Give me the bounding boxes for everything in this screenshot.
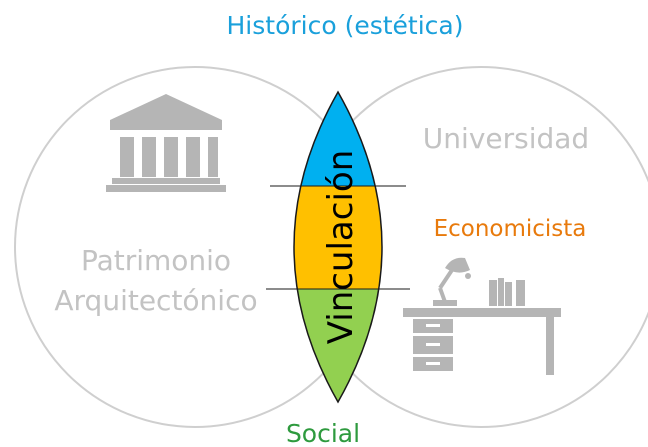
right-label-universidad: Universidad	[423, 122, 589, 155]
bottom-label: Social	[286, 419, 360, 447]
lens-outline	[293, 90, 383, 404]
intersection-label: Vinculación	[321, 150, 361, 345]
band-middle	[294, 186, 382, 289]
desk-drawer-handles	[426, 324, 440, 365]
right-label-economicista: Economicista	[434, 216, 587, 242]
top-label: Histórico (estética)	[227, 11, 464, 40]
left-label-line1: Patrimonio	[81, 244, 231, 277]
desk-lamp-icon	[403, 257, 561, 375]
left-label-line2: Arquitectónico	[54, 284, 257, 317]
museum-building-icon	[106, 94, 226, 192]
